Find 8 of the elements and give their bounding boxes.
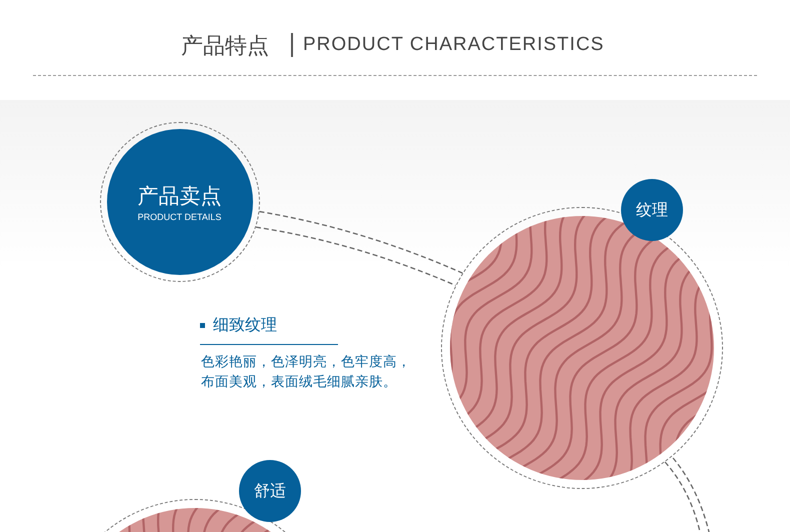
subtitle: PRODUCT CHARACTERISTICS (303, 34, 604, 56)
connector (256, 226, 456, 286)
feature-description: 色彩艳丽，色泽明亮，色牢度高，布面美观，表面绒毛细腻亲肤。 (201, 353, 412, 392)
title: 产品特点 (181, 33, 269, 61)
circle-heading: 产品卖点 (138, 182, 222, 210)
connector (259, 210, 463, 274)
circle-subheading: PRODUCT DETAILS (138, 212, 222, 222)
feature-heading: 细致纹理 (213, 315, 277, 336)
